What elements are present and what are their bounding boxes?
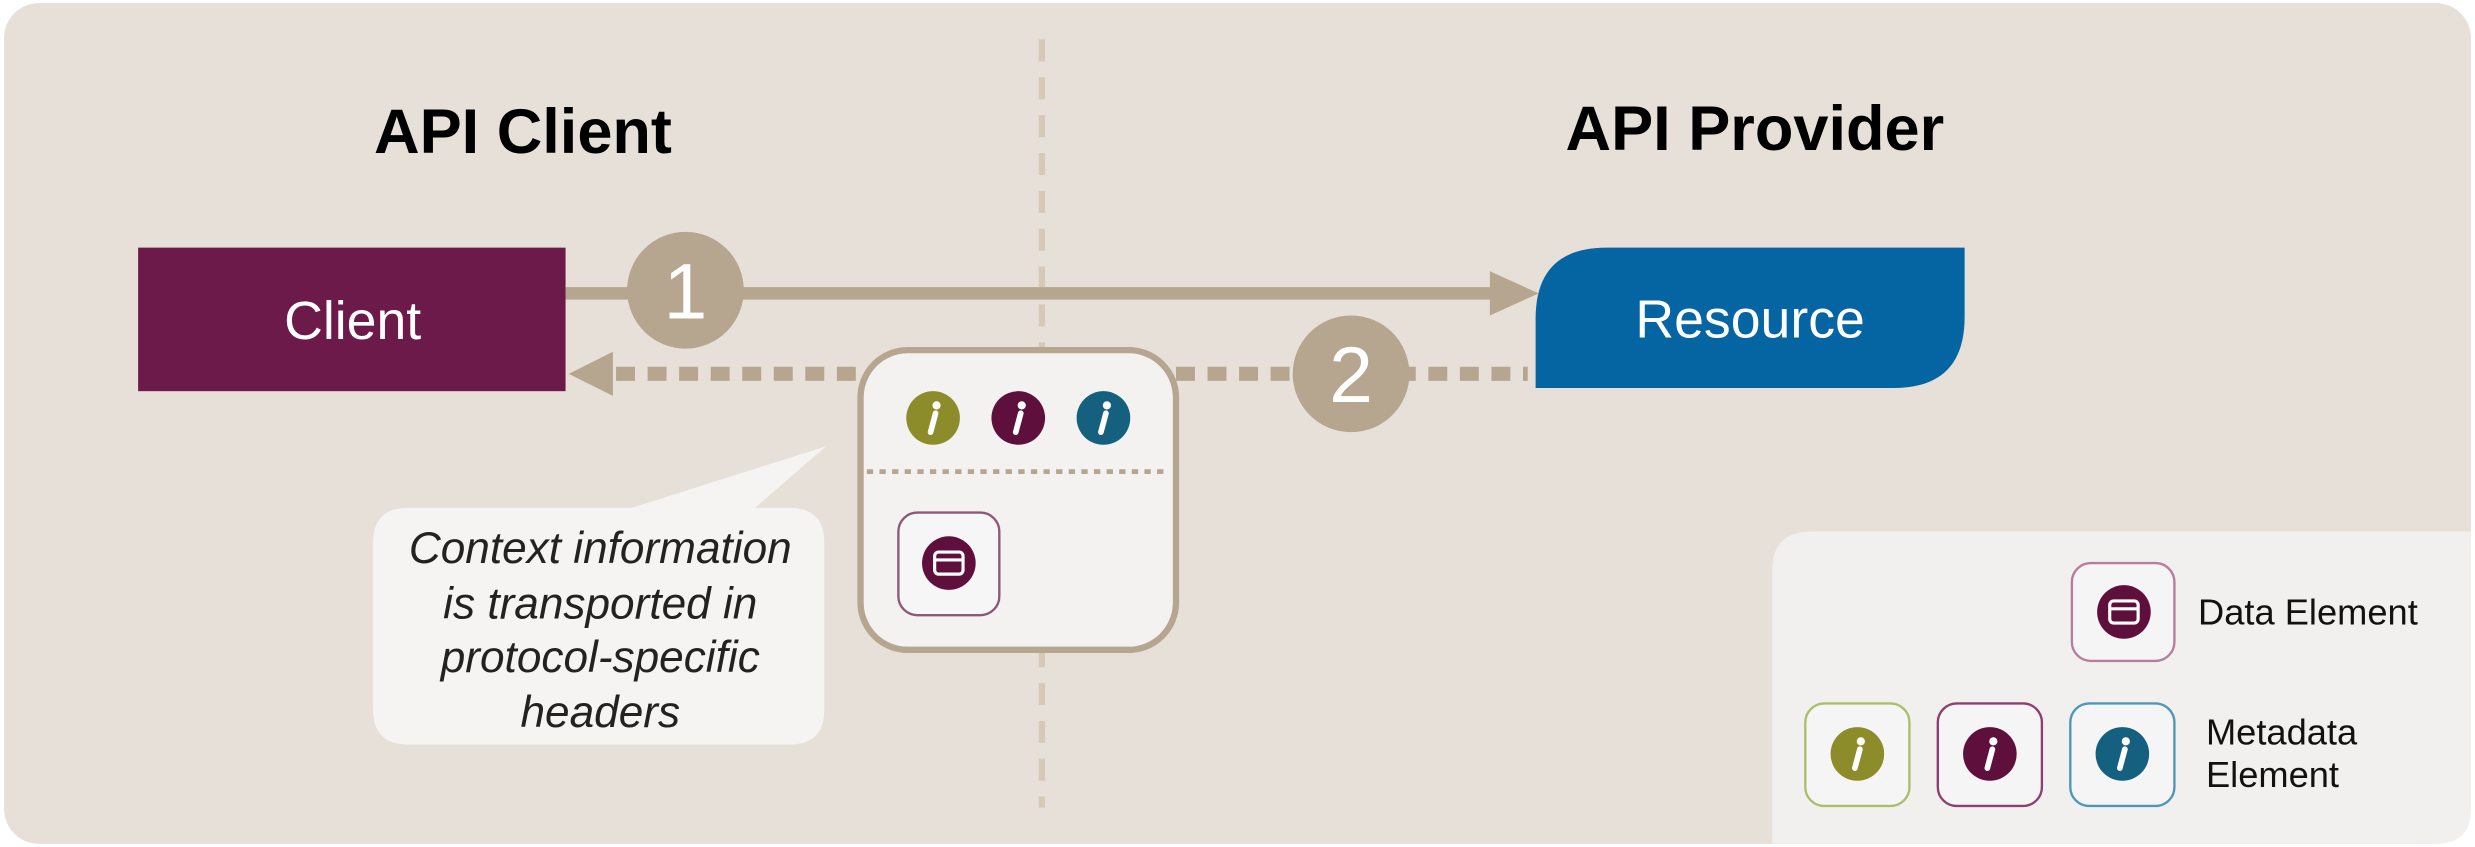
client-node: Client	[138, 247, 566, 392]
legend-metadata-label-line-1: Metadata	[2206, 711, 2358, 752]
info-icon	[1076, 391, 1131, 445]
resource-node: Resource	[1535, 247, 1965, 389]
card-icon-circle	[922, 536, 976, 590]
card-icon	[922, 536, 976, 590]
step-2-number: 2	[1329, 331, 1373, 419]
legend-metadata-element: Metadata Element	[1804, 702, 2358, 808]
resource-box	[1535, 247, 1965, 389]
step-1-badge: 1	[627, 231, 744, 349]
step-1-circle	[627, 231, 744, 349]
api-client-title: API Client	[374, 97, 672, 167]
callout-line-3: protocol-specific	[439, 633, 760, 682]
step-2-badge: 2	[1292, 315, 1410, 433]
step-1-number: 1	[664, 248, 708, 336]
info-icon	[2095, 727, 2150, 781]
client-box	[138, 247, 566, 392]
info-icon	[906, 391, 960, 445]
info-icon	[1830, 727, 1885, 781]
response-message	[857, 347, 1180, 653]
request-arrowhead	[1489, 271, 1539, 316]
callout-line-2: is transported in	[443, 579, 757, 628]
client-label: Client	[284, 291, 421, 351]
resource-label: Resource	[1635, 290, 1864, 350]
callout-bubble	[373, 446, 826, 745]
info-icon	[1963, 727, 2017, 781]
context-callout: Context information is transported in pr…	[373, 446, 826, 745]
card-icon	[2097, 585, 2151, 639]
info-icon	[991, 391, 1046, 445]
step-2-circle	[1292, 315, 1410, 433]
api-provider-title: API Provider	[1566, 94, 1945, 164]
legend-data-element: Data Element	[2070, 561, 2418, 663]
callout-line-1: Context information	[409, 524, 792, 573]
callout-line-4: headers	[520, 688, 680, 737]
response-arrowhead	[568, 351, 613, 396]
legend-metadata-label-line-2: Element	[2206, 754, 2339, 795]
legend-data-element-label: Data Element	[2198, 592, 2418, 633]
legend-card-icon-circle	[2097, 585, 2151, 639]
